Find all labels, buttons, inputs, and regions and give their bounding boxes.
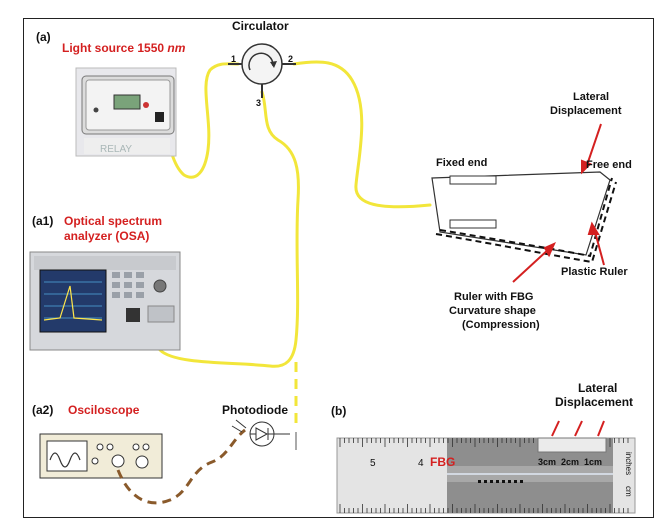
lateral-label-b-1: Lateral — [578, 381, 617, 395]
ruler-mark-5: 5 — [370, 458, 376, 469]
plastic-ruler-label: Plastic Ruler — [561, 266, 628, 278]
circulator-label: Circulator — [232, 19, 289, 33]
oscilloscope-icon — [39, 433, 163, 479]
scale-3cm: 3cm — [538, 457, 556, 467]
fbg-label: FBG — [430, 455, 455, 469]
panel-a-label: (a) — [36, 30, 51, 44]
annotation-arrows — [512, 123, 605, 437]
panel-a2-label: (a2) — [32, 403, 53, 417]
oscilloscope-cable — [116, 428, 246, 505]
panel-b-label: (b) — [331, 404, 346, 418]
port-1-label: 1 — [231, 54, 236, 64]
scale-1cm: 1cm — [584, 457, 602, 467]
fixed-end-label: Fixed end — [436, 157, 487, 169]
free-end-label: Free end — [586, 159, 632, 171]
fbg-ruler-label-2: Curvature shape — [449, 305, 536, 317]
circulator-icon — [228, 43, 296, 98]
light-source-label: Light source 1550 nm — [62, 41, 186, 55]
light-source-device — [75, 67, 177, 157]
osa-label-1: Optical spectrum — [64, 214, 162, 228]
lateral-label-top-2: Displacement — [550, 105, 622, 117]
osa-label-2: analyzer (OSA) — [64, 229, 149, 243]
device-brand-text: RELAY — [100, 144, 132, 155]
oscilloscope-label: Osciloscope — [68, 403, 140, 417]
fbg-ruler-label-1: Ruler with FBG — [454, 291, 533, 303]
port-2-label: 2 — [288, 54, 293, 64]
photodiode-label: Photodiode — [222, 403, 288, 417]
photodiode-icon — [231, 419, 290, 447]
figure-frame — [23, 18, 654, 518]
panel-a1-label: (a1) — [32, 214, 53, 228]
ruler-cm-label: cm — [624, 486, 633, 497]
optical-fiber — [141, 60, 432, 368]
port-3-label: 3 — [256, 98, 261, 108]
ruler-inches-label: inches — [624, 452, 633, 475]
ruler-mark-4: 4 — [418, 458, 424, 469]
fbg-ruler-photo — [336, 437, 636, 514]
lateral-label-top-1: Lateral — [573, 91, 609, 103]
fbg-ruler-label-3: (Compression) — [462, 319, 540, 331]
scale-2cm: 2cm — [561, 457, 579, 467]
osa-device — [29, 251, 181, 351]
cantilever-ruler — [431, 171, 617, 264]
lateral-label-b-2: Displacement — [555, 395, 633, 409]
